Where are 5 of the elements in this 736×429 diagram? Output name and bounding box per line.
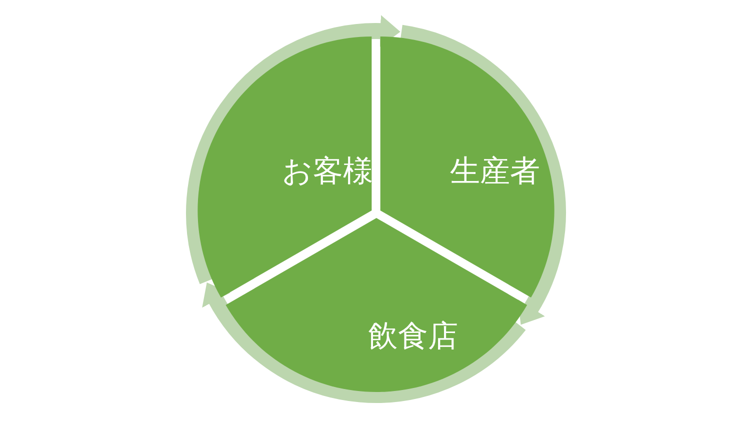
- cycle-arrow: [202, 283, 526, 403]
- cycle-arrow: [186, 15, 400, 284]
- cycle-arrow: [400, 24, 566, 326]
- segment-label: 生産者: [450, 157, 540, 187]
- segment-label: 飲食店: [368, 322, 458, 352]
